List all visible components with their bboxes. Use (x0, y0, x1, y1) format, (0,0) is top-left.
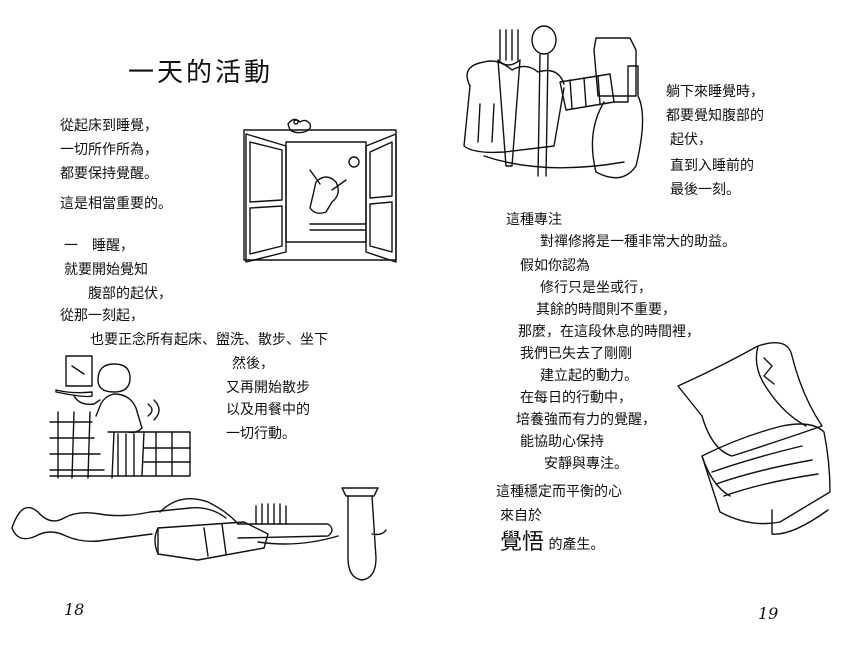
left-page-number: 18 (64, 600, 85, 619)
right-top-line3: 起伏， (670, 132, 712, 148)
right-top-line4: 直到入睡前的 (670, 158, 754, 174)
page-title: 一天的活動 (128, 58, 274, 88)
left-para3-line3: 又再開始散步 (226, 380, 310, 396)
left-para2-line4: 從那一刻起， (60, 308, 144, 324)
left-para2-line3: 腹部的起伏， (88, 286, 172, 302)
left-para3-line1: 也要正念所有起床、盥洗、散步、坐下 (90, 332, 328, 348)
right-mid-line4: 修行只是坐或行， (540, 280, 652, 296)
right-mid-line12: 安靜與專注。 (544, 456, 628, 472)
right-closing-line3: 覺悟 的產生。 (500, 530, 604, 558)
right-mid-line10: 培養強而有力的覺醒， (516, 412, 656, 428)
left-para3-line4: 以及用餐中的 (226, 402, 310, 418)
right-mid-line5: 其餘的時間則不重要， (536, 302, 676, 318)
left-para2-line2: 就要開始覺知 (64, 262, 148, 278)
toothbrush-toothpaste-drawing (11, 487, 387, 581)
right-closing-line1: 這種穩定而平衡的心 (496, 484, 622, 500)
right-mid-line6: 那麼，在這段休息的時間裡， (518, 324, 700, 340)
right-page: 躺下來睡覺時， 都要覺知腹部的 起伏， 直到入睡前的 最後一刻。 這種專注 對禪… (424, 0, 848, 652)
right-top-line5: 最後一刻。 (670, 182, 740, 198)
washing-person-drawing (49, 355, 191, 479)
pillow-blanket-drawing (677, 342, 831, 535)
right-mid-line2: 對禪修將是一種非常大的助益。 (540, 234, 736, 250)
bread-cutlery-drawing (463, 25, 644, 179)
closing-end-text: 的產生。 (548, 537, 605, 553)
right-mid-line8: 建立起的動力。 (540, 368, 638, 384)
left-para1-line4: 這是相當重要的。 (60, 196, 172, 212)
right-top-line1: 躺下來睡覺時， (666, 84, 764, 100)
right-mid-line11: 能協助心保持 (520, 434, 604, 450)
left-para1-line2: 一切所作所為， (60, 142, 158, 158)
closing-big-word: 覺悟 (500, 530, 545, 555)
right-mid-line9: 在每日的行動中， (520, 390, 632, 406)
window-cat-drawing (243, 118, 397, 263)
right-mid-line7: 我們已失去了剛剛 (520, 346, 632, 362)
right-closing-line2: 來自於 (500, 508, 542, 524)
left-para1-line3: 都要保持覺醒。 (60, 166, 158, 182)
left-para3-line5: 一切行動。 (226, 426, 296, 442)
left-page: 一天的活動 從起床到睡覺， 一切所作所為， 都要保持覺醒。 這是相當重要的。 一… (11, 58, 397, 619)
left-para3-line2: 然後， (232, 356, 274, 372)
right-mid-line1: 這種專注 (506, 212, 562, 228)
right-mid-line3: 假如你認為 (520, 258, 590, 274)
left-para2-line1: 一 睡醒， (64, 238, 134, 254)
left-para1-line1: 從起床到睡覺， (60, 118, 158, 134)
right-page-number: 19 (758, 604, 779, 623)
right-top-line2: 都要覺知腹部的 (666, 108, 764, 124)
